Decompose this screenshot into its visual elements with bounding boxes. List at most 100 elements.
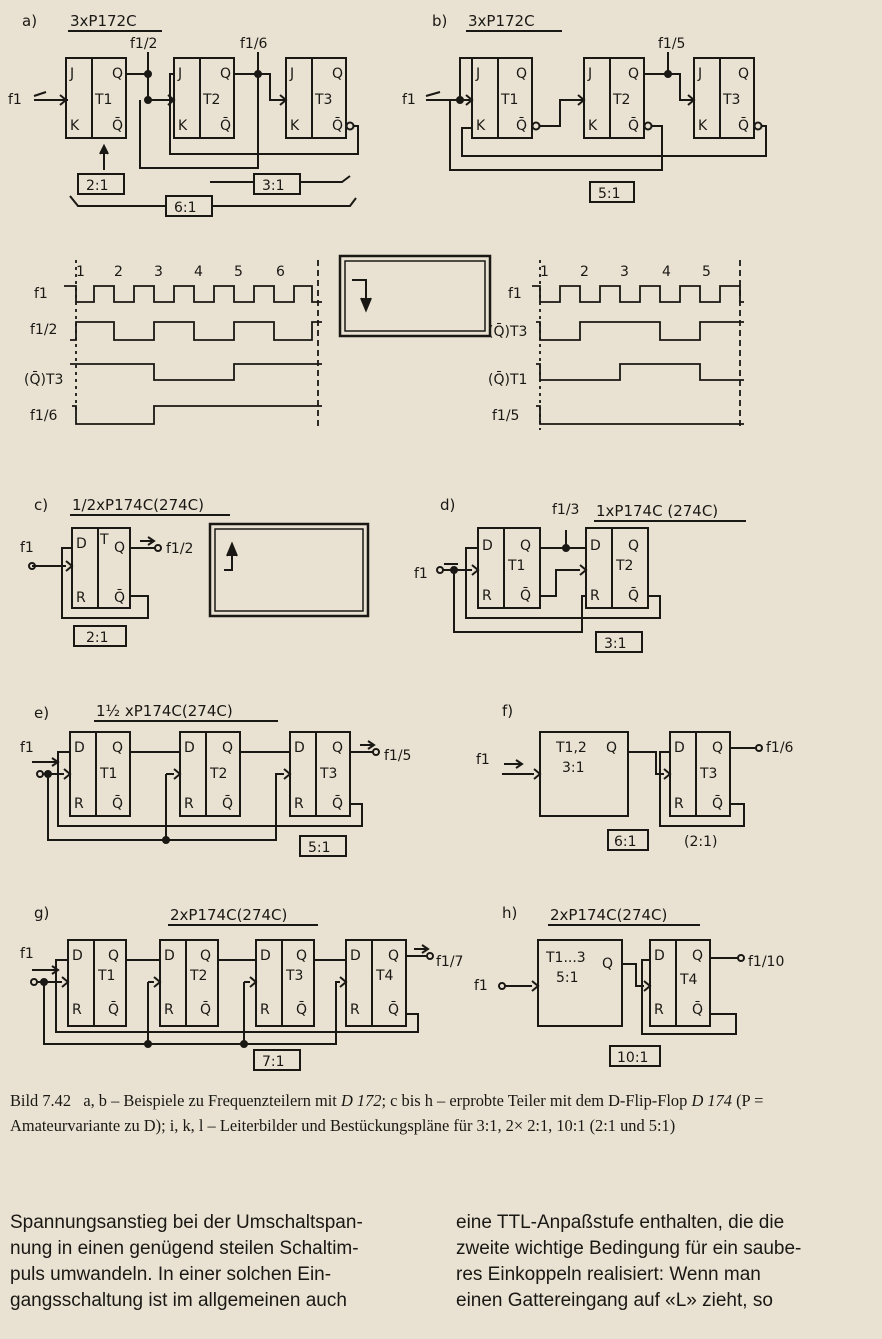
caption-part2: ; c bis h – erprobte Teiler mit dem D-Fl… bbox=[381, 1091, 688, 1110]
svg-text:Q: Q bbox=[628, 538, 639, 554]
panel-h-letter: h) bbox=[502, 904, 517, 922]
svg-text:Q̄: Q̄ bbox=[738, 116, 749, 134]
svg-text:R: R bbox=[72, 1002, 82, 1018]
tr-n1: 1 bbox=[540, 264, 549, 280]
panel-h: h) 2xP174C(274C) f1 T1...3 5:1 Q T4 DRQQ… bbox=[474, 904, 784, 1067]
svg-text:R: R bbox=[482, 588, 492, 604]
svg-text:Q: Q bbox=[606, 740, 617, 756]
a-t1: T1 bbox=[94, 92, 112, 108]
panel-e-input: f1 bbox=[20, 740, 34, 756]
panel-e-title: 1½ xP174C(274C) bbox=[96, 702, 233, 720]
text-line: puls umwandeln. In einer solchen Ein- bbox=[10, 1264, 332, 1285]
e-t3: T3 bbox=[319, 766, 337, 782]
panel-h-output: f1/10 bbox=[748, 954, 784, 970]
svg-text:R: R bbox=[74, 796, 84, 812]
a-tap-sixth: f1/6 bbox=[240, 36, 268, 52]
b-ratio: 5:1 bbox=[598, 186, 621, 202]
b-t3: T3 bbox=[722, 92, 740, 108]
text-line: zweite wichtige Bedingung für ein saube- bbox=[456, 1238, 802, 1259]
b-t1: T1 bbox=[500, 92, 518, 108]
a-ratio-2: 2:1 bbox=[86, 178, 109, 194]
svg-text:K: K bbox=[698, 118, 708, 134]
h-block-ratio: 5:1 bbox=[556, 970, 579, 986]
caption-part1: a, b – Beispiele zu Frequenzteilern mit bbox=[83, 1091, 337, 1110]
panel-g-title: 2xP174C(274C) bbox=[170, 906, 287, 924]
e-ratio: 5:1 bbox=[308, 840, 331, 856]
svg-text:Q̄: Q̄ bbox=[332, 116, 343, 134]
svg-text:K: K bbox=[290, 118, 300, 134]
tr-n2: 2 bbox=[580, 264, 589, 280]
tl-row-f16: f1/6 bbox=[30, 408, 58, 424]
c-ratio: 2:1 bbox=[86, 630, 109, 646]
panel-a-letter: a) bbox=[22, 12, 37, 30]
figure-caption: Bild 7.42 a, b – Beispiele zu Frequenzte… bbox=[10, 1088, 872, 1138]
legend-box-p172c bbox=[338, 254, 492, 338]
tl-row-f12: f1/2 bbox=[30, 322, 57, 338]
svg-text:J: J bbox=[697, 66, 702, 82]
svg-text:Q: Q bbox=[108, 948, 119, 964]
svg-text:T: T bbox=[99, 532, 109, 548]
svg-text:Q: Q bbox=[602, 956, 613, 972]
tr-n3: 3 bbox=[620, 264, 629, 280]
panel-d-tap: f1/3 bbox=[552, 502, 579, 518]
svg-text:J: J bbox=[475, 66, 480, 82]
svg-text:R: R bbox=[590, 588, 600, 604]
svg-text:Q̄: Q̄ bbox=[332, 794, 343, 812]
tl-n5: 5 bbox=[234, 264, 243, 280]
panel-c-output: f1/2 bbox=[166, 541, 193, 557]
caption-ic2: D 174 bbox=[691, 1091, 732, 1110]
tr-row-f1: f1 bbox=[508, 286, 522, 302]
tr-n5: 5 bbox=[702, 264, 711, 280]
svg-text:Q: Q bbox=[332, 66, 343, 82]
a-tap-half: f1/2 bbox=[130, 36, 157, 52]
a-ratio-6: 6:1 bbox=[174, 200, 197, 216]
panel-g-letter: g) bbox=[34, 904, 49, 922]
a-t2: T2 bbox=[202, 92, 220, 108]
panel-g-output: f1/7 bbox=[436, 954, 463, 970]
svg-text:Q: Q bbox=[712, 740, 723, 756]
svg-text:Q: Q bbox=[112, 66, 123, 82]
panel-e-letter: e) bbox=[34, 704, 49, 722]
svg-text:J: J bbox=[177, 66, 182, 82]
panel-f-letter: f) bbox=[502, 702, 513, 720]
tl-n1: 1 bbox=[76, 264, 85, 280]
tr-row-qt3: (Q̄)T3 bbox=[488, 322, 527, 340]
d-t1: T1 bbox=[507, 558, 525, 574]
svg-text:Q̄: Q̄ bbox=[712, 794, 723, 812]
svg-text:R: R bbox=[260, 1002, 270, 1018]
svg-text:Q̄: Q̄ bbox=[692, 1000, 703, 1018]
svg-text:Q̄: Q̄ bbox=[200, 1000, 211, 1018]
svg-text:R: R bbox=[350, 1002, 360, 1018]
f-block-ratio: 3:1 bbox=[562, 760, 585, 776]
h-t4: T4 bbox=[679, 972, 698, 988]
panel-d-title: 1xP174C (274C) bbox=[596, 502, 718, 520]
svg-text:Q: Q bbox=[520, 538, 531, 554]
h-ratio: 10:1 bbox=[617, 1050, 648, 1066]
svg-text:J: J bbox=[587, 66, 592, 82]
e-t1: T1 bbox=[99, 766, 117, 782]
svg-text:R: R bbox=[76, 590, 86, 606]
a-ratio-3: 3:1 bbox=[262, 178, 285, 194]
panel-c-input: f1 bbox=[20, 540, 34, 556]
tl-row-f1: f1 bbox=[34, 286, 48, 302]
body-text-right: eine TTL-Anpaßstufe enthalten, die die z… bbox=[456, 1210, 870, 1314]
body-text-left: Spannungsanstieg bei der Umschaltspan- n… bbox=[10, 1210, 424, 1314]
g-t2: T2 bbox=[189, 968, 207, 984]
f-t3: T3 bbox=[699, 766, 717, 782]
svg-text:D: D bbox=[260, 948, 271, 964]
tl-n4: 4 bbox=[194, 264, 203, 280]
svg-text:K: K bbox=[178, 118, 188, 134]
svg-text:D: D bbox=[184, 740, 195, 756]
a-t3: T3 bbox=[314, 92, 332, 108]
e-t2: T2 bbox=[209, 766, 227, 782]
panel-c-title: 1/2xP174C(274C) bbox=[72, 496, 204, 514]
timing-right: 1 2 3 4 5 f1 (Q̄)T3 (Q̄)T1 f1/5 bbox=[488, 260, 744, 430]
svg-text:Q: Q bbox=[222, 740, 233, 756]
panel-b-input: f1 bbox=[402, 92, 416, 108]
d-ratio: 3:1 bbox=[604, 636, 627, 652]
panel-g-input: f1 bbox=[20, 946, 34, 962]
panel-c-letter: c) bbox=[34, 496, 48, 514]
caption-ic1: D 172 bbox=[340, 1091, 382, 1110]
